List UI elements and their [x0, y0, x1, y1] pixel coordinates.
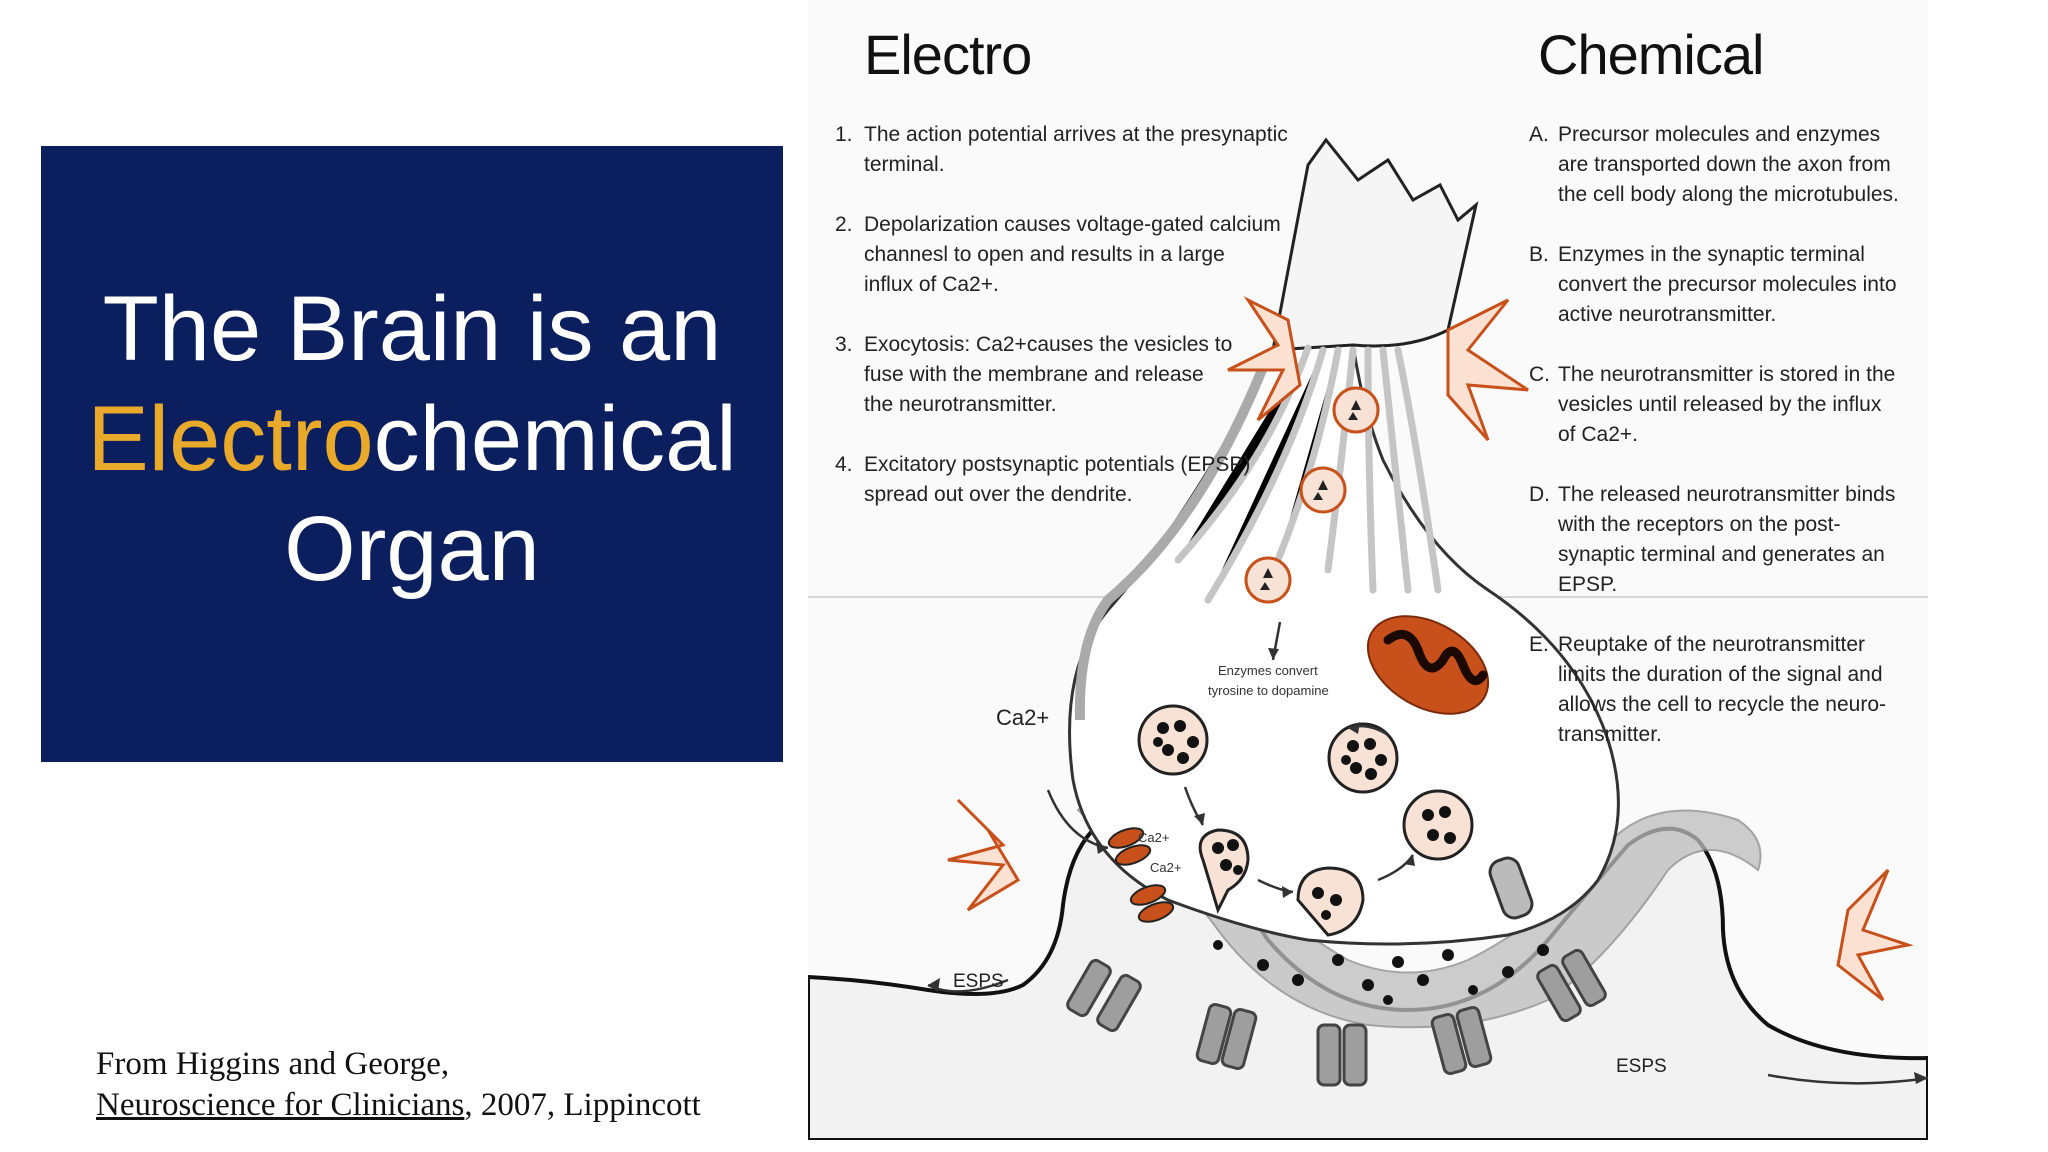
chemical-step-5: E. Reuptake of the neurotransmitter limits… [1529, 630, 1886, 750]
electro-step-3: 3. Exocytosis: Ca2+causes the vesicles to… [835, 330, 1233, 420]
electro-step-line: fuse with the membrane and release [864, 363, 1204, 386]
title-panel: The Brain is an Electrochemical Organ [41, 146, 783, 762]
chemical-step-number: A. [1529, 123, 1549, 146]
electro-step-line: the neurotransmitter. [864, 393, 1057, 416]
chemical-step-line: allows the cell to recycle the neuro- [1558, 693, 1886, 716]
label-esps-right: ESPS [1616, 1056, 1667, 1077]
electro-step-2: 2. Depolarization causes voltage-gated ca… [835, 210, 1281, 300]
chemical-step-2: B. Enzymes in the synaptic terminal conver… [1529, 240, 1897, 330]
postsynaptic-receptors [1066, 948, 1607, 1087]
chemical-step-line: of Ca2+. [1558, 423, 1638, 446]
electro-step-line: influx of Ca2+. [864, 273, 999, 296]
slide-title: The Brain is an Electrochemical Organ [87, 274, 736, 604]
chemical-step-number: E. [1529, 633, 1549, 656]
chemical-step-number: C. [1529, 363, 1550, 386]
chemical-step-number: D. [1529, 483, 1550, 506]
reuptake-transporter [1488, 856, 1534, 920]
electro-step-number: 1. [835, 123, 853, 146]
electro-step-line: spread out over the dendrite. [864, 483, 1133, 506]
title-accent-word: Electro [87, 388, 374, 490]
electro-step-line: The action potential arrives at the pres… [864, 123, 1288, 146]
chemical-step-number: B. [1529, 243, 1549, 266]
synapse-figure: Enzymes convert tyrosine to dopamine Ca2… [808, 0, 1928, 1140]
electro-step-1: 1. The action potential arrives at the pr… [835, 120, 1288, 180]
axon-outer-wall [1074, 353, 1273, 721]
chemical-step-line: with the receptors on the post- [1558, 513, 1841, 536]
chemical-step-line: the cell body along the microtubules. [1558, 183, 1899, 206]
chemical-step-line: Precursor molecules and enzymes [1558, 123, 1881, 146]
citation-line-2: Neuroscience for Clinicians, 2007, Lippi… [96, 1085, 701, 1126]
electro-step-line: Excitatory postsynaptic potentials (EPSP… [864, 453, 1251, 476]
synapse-diagram: Enzymes convert tyrosine to dopamine Ca2… [808, 137, 1928, 1140]
cleft-neurotransmitter-dots [1213, 940, 1549, 1005]
label-enzymes-line1: Enzymes convert [1218, 663, 1318, 678]
electro-step-line: channesl to open and results in a large [864, 243, 1225, 266]
arrow-heads [928, 648, 1928, 1084]
label-ca-ion: Ca2+ [996, 705, 1049, 730]
axonal-vesicle-contents [1260, 400, 1361, 590]
chemical-step-line: The neurotransmitter is stored in the [1558, 363, 1896, 386]
label-ca-small-2: Ca2+ [1150, 860, 1181, 875]
chemical-step-line: Enzymes in the synaptic terminal [1558, 243, 1865, 266]
vesicle-transmitter-dots [1153, 720, 1456, 844]
chemical-step-line: Reuptake of the neurotransmitter [1558, 633, 1866, 656]
electro-step-number: 3. [835, 333, 853, 356]
chemical-step-4: D. The released neurotransmitter binds wit… [1529, 480, 1896, 600]
chemical-step-line: limits the duration of the signal and [1558, 663, 1883, 686]
fusing-vesicle-dots [1212, 839, 1342, 920]
electro-step-line: Exocytosis: Ca2+causes the vesicles to [864, 333, 1233, 356]
chemical-step-line: synaptic terminal and generates an [1558, 543, 1885, 566]
chemical-step-line: The released neurotransmitter binds [1558, 483, 1896, 506]
mitochondrion [1366, 615, 1490, 715]
label-esps-left: ESPS [953, 971, 1004, 992]
storage-vesicles [1137, 704, 1474, 861]
chemical-step-line: active neurotransmitter. [1558, 303, 1777, 326]
axon [1271, 137, 1479, 352]
chemical-heading: Chemical [1538, 23, 1764, 86]
title-line-1: The Brain is an [102, 278, 722, 380]
calcium-channels [1107, 827, 1175, 923]
chemical-step-line: vesicles until released by the influx [1558, 393, 1882, 416]
label-ca-small-1: Ca2+ [1138, 830, 1169, 845]
label-enzymes-line2: tyrosine to dopamine [1208, 683, 1329, 698]
electro-step-line: terminal. [864, 153, 945, 176]
chemical-step-line: are transported down the axon from [1558, 153, 1891, 176]
title-line-2-rest: chemical [373, 388, 737, 490]
citation-publisher: , 2007, Lippincott [464, 1087, 701, 1123]
electro-step-number: 2. [835, 213, 853, 236]
chemical-step-line: convert the precursor molecules into [1558, 273, 1897, 296]
title-line-2: Electrochemical [87, 384, 736, 494]
title-line-3: Organ [284, 498, 540, 600]
chemical-step-1: A. Precursor molecules and enzymes are tra… [1529, 120, 1899, 210]
electro-step-line: Depolarization causes voltage-gated calc… [864, 213, 1281, 236]
citation-book-title: Neuroscience for Clinicians [96, 1087, 465, 1123]
chemical-step-3: C. The neurotransmitter is stored in the v… [1529, 360, 1896, 450]
chemical-step-line: transmitter. [1558, 723, 1662, 746]
electro-step-number: 4. [835, 453, 853, 476]
citation-line-1: From Higgins and George, [96, 1046, 450, 1082]
action-potential-bursts [947, 296, 1914, 1002]
citation: From Higgins and George, Neuroscience fo… [96, 1044, 701, 1126]
electro-heading: Electro [864, 23, 1032, 86]
chemical-step-line: EPSP. [1558, 573, 1618, 596]
electro-step-4: 4. Excitatory postsynaptic potentials (EP… [835, 450, 1251, 510]
